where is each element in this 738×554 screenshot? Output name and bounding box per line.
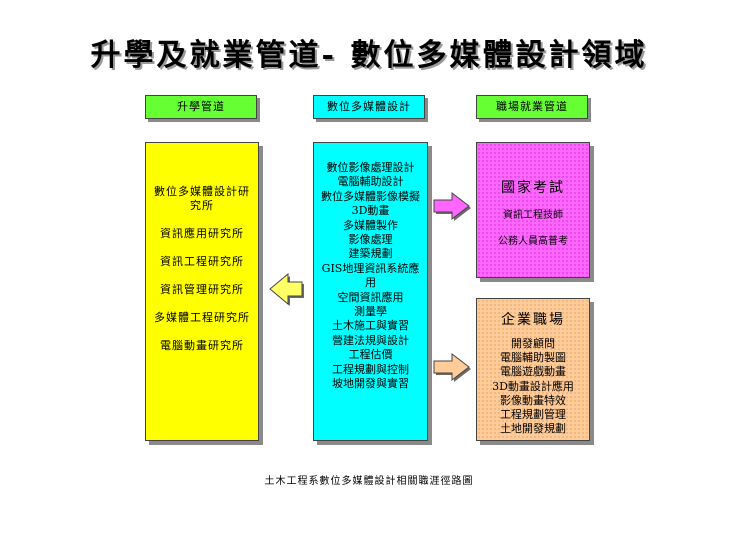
course-item: 建築規劃 xyxy=(348,247,393,261)
diagram-caption: 土木工程系數位多媒體設計相關職涯徑路圖 xyxy=(264,476,474,487)
enterprise-career-item: 影像動畫特效 xyxy=(500,393,566,407)
arrow-left-icon xyxy=(269,273,304,306)
graduate-school-box: 數位多媒體設計研究所 資訊應用研究所 資訊工程研究所 資訊管理研究所 多媒體工程… xyxy=(145,142,259,441)
course-item: 影像處理 xyxy=(348,233,393,247)
enterprise-career-item: 3D動畫設計應用 xyxy=(492,379,574,393)
graduate-school-item: 數位多媒體設計研究所 xyxy=(154,185,250,212)
graduate-school-list: 數位多媒體設計研究所 資訊應用研究所 資訊工程研究所 資訊管理研究所 多媒體工程… xyxy=(146,185,258,367)
course-item: 土木施工與實習 xyxy=(332,319,409,333)
header-employment-path: 職場就業管道 xyxy=(476,95,588,119)
course-item: GIS地理資訊系統應用 xyxy=(321,261,420,290)
national-exam-title: 國家考試 xyxy=(501,180,565,196)
national-exam-item: 資訊工程技師 xyxy=(503,210,563,221)
courses-list: 數位影像處理設計 電腦輔助設計 數位多媒體影像模擬 3D動畫 多媒體製作 影像處… xyxy=(314,161,427,392)
enterprise-career-title: 企業職場 xyxy=(501,312,565,328)
enterprise-career-item: 開發顧問 xyxy=(511,337,555,350)
national-exam-box: 國家考試 資訊工程技師 公務人員高普考 xyxy=(476,142,590,278)
enterprise-career-item: 電腦輔助製圖 xyxy=(500,351,566,365)
enterprise-career-item: 工程規劃管理 xyxy=(500,408,566,422)
arrow-right-icon xyxy=(433,191,471,221)
courses-box: 數位影像處理設計 電腦輔助設計 數位多媒體影像模擬 3D動畫 多媒體製作 影像處… xyxy=(313,142,428,441)
enterprise-career-list: 開發顧問 電腦輔助製圖 電腦遊戲動畫 3D動畫設計應用 影像動畫特效 工程規劃管… xyxy=(477,337,589,436)
national-exam-item: 公務人員高普考 xyxy=(498,236,568,247)
course-item: 坡地開發與實習 xyxy=(332,377,409,391)
header-education-path: 升學管道 xyxy=(145,95,257,119)
graduate-school-item: 資訊應用研究所 xyxy=(160,227,244,240)
enterprise-career-item: 土地開發規劃 xyxy=(500,422,566,436)
course-item: 測量學 xyxy=(354,305,387,319)
course-item: 工程估價 xyxy=(348,348,393,362)
graduate-school-item: 資訊管理研究所 xyxy=(160,283,244,296)
course-item: 數位多媒體影像模擬 xyxy=(321,189,420,203)
course-item: 營建法規與設計 xyxy=(332,333,409,347)
course-item: 3D動畫 xyxy=(351,204,390,218)
enterprise-career-item: 電腦遊戲動畫 xyxy=(500,365,566,379)
graduate-school-item: 資訊工程研究所 xyxy=(160,255,244,268)
graduate-school-item: 電腦動畫研究所 xyxy=(160,339,244,352)
graduate-school-item: 多媒體工程研究所 xyxy=(154,311,250,324)
course-item: 工程規劃與控制 xyxy=(332,362,409,376)
course-item: 電腦輔助設計 xyxy=(337,175,404,189)
header-digital-multimedia: 數位多媒體設計 xyxy=(313,95,425,119)
national-exam-list: 資訊工程技師 公務人員高普考 xyxy=(477,209,589,261)
arrow-right-icon xyxy=(433,352,471,382)
enterprise-career-box: 企業職場 開發顧問 電腦輔助製圖 電腦遊戲動畫 3D動畫設計應用 影像動畫特效 … xyxy=(476,298,590,441)
course-item: 數位影像處理設計 xyxy=(326,161,415,174)
page-title: 升學及就業管道- 數位多媒體設計領域 xyxy=(90,38,648,73)
course-item: 空間資訊應用 xyxy=(337,290,404,304)
course-item: 多媒體製作 xyxy=(343,218,398,232)
